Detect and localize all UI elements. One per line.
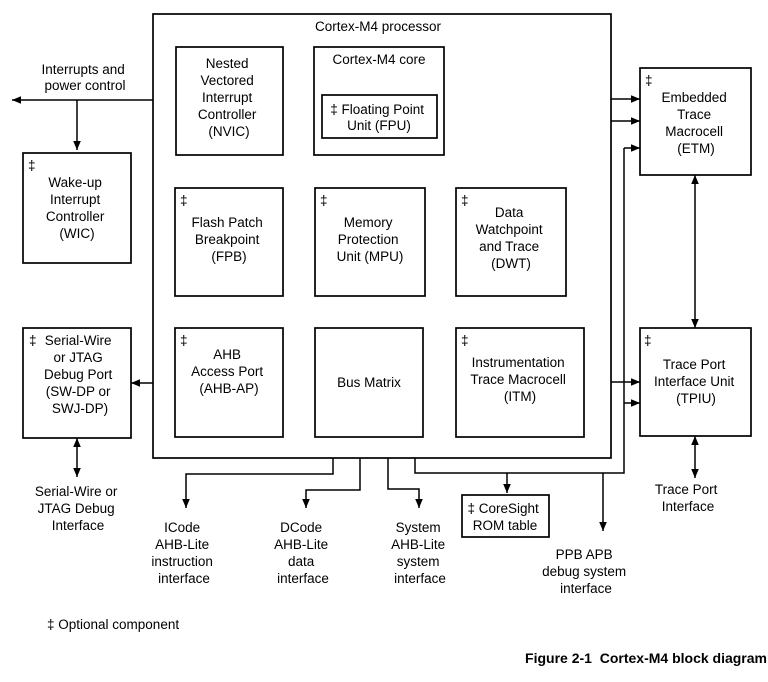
- fpb-rect: [174, 187, 284, 297]
- fpb-label: Flash Patch Breakpoint (FPB): [191, 215, 266, 264]
- wic-rect: [22, 152, 132, 264]
- rom-table-rect: [461, 494, 550, 538]
- box-swdp: ‡ Serial-Wire or JTAG Debug Port (SW-DP …: [22, 327, 132, 439]
- box-tpiu: ‡ Trace Port Interface Unit (TPIU): [639, 327, 752, 437]
- box-cortex-m4-core: Cortex-M4 core ‡ Floating Point Unit (FP…: [313, 46, 445, 156]
- etm-rect: [639, 67, 752, 176]
- itm-rect: [455, 327, 585, 438]
- bus-matrix-rect: [314, 327, 424, 438]
- itm-label: Instrumentation Trace Macrocell (ITM): [470, 355, 569, 404]
- bus-matrix-label: Bus Matrix: [337, 375, 401, 390]
- box-nvic: Nested Vectored Interrupt Controller (NV…: [175, 46, 284, 156]
- optional-marker: ‡: [28, 158, 36, 173]
- box-bus-matrix: Bus Matrix: [314, 327, 424, 438]
- box-dwt: ‡ Data Watchpoint and Trace (DWT): [455, 187, 567, 297]
- box-wic: ‡ Wake-up Interrupt Controller (WIC): [22, 152, 132, 264]
- rom-table-label: ‡ CoreSight ROM table: [467, 501, 542, 533]
- etm-label: Embedded Trace Macrocell (ETM): [661, 90, 730, 156]
- nvic-rect: [175, 46, 284, 156]
- optional-marker: ‡: [644, 333, 652, 348]
- figure-caption: Figure 2-1 Cortex-M4 block diagram: [525, 650, 767, 666]
- dwt-rect: [455, 187, 567, 297]
- box-rom-table: ‡ CoreSight ROM table: [461, 494, 550, 538]
- connector-system-bus: [384, 437, 423, 508]
- box-fpb: ‡ Flash Patch Breakpoint (FPB): [174, 187, 284, 297]
- optional-marker: ‡: [180, 333, 188, 348]
- optional-marker: ‡: [180, 193, 188, 208]
- ahbap-label: AHB Access Port (AHB-AP): [191, 347, 267, 396]
- optional-marker: ‡: [461, 193, 469, 208]
- box-etm: ‡ Embedded Trace Macrocell (ETM): [639, 67, 752, 176]
- swdp-label: Serial-Wire or JTAG Debug Port (SW-DP or…: [44, 333, 116, 416]
- fpu-rect: [321, 94, 438, 139]
- optional-marker: ‡: [645, 73, 653, 88]
- mpu-rect: [314, 187, 426, 297]
- optional-marker: ‡: [461, 333, 469, 348]
- icode-interface-label: ICode AHB-Lite instruction interface: [151, 520, 216, 586]
- connector-dcode-bus: [302, 437, 364, 508]
- dwt-label: Data Watchpoint and Trace (DWT): [476, 205, 547, 271]
- processor-title: Cortex-M4 processor: [315, 19, 442, 34]
- trace-port-interface-label: Trace Port Interface: [655, 482, 721, 514]
- ahbap-rect: [174, 327, 284, 438]
- tpiu-rect: [639, 327, 752, 437]
- box-ahbap: ‡ AHB Access Port (AHB-AP): [174, 327, 284, 438]
- nvic-label: Nested Vectored Interrupt Controller (NV…: [198, 56, 260, 139]
- swd-interface-label: Serial-Wire or JTAG Debug Interface: [35, 484, 121, 533]
- optional-component-note: ‡ Optional component: [47, 617, 179, 632]
- dcode-interface-label: DCode AHB-Lite data interface: [274, 520, 332, 586]
- swdp-rect: [22, 327, 132, 439]
- ppb-interface-label: PPB APB debug system interface: [542, 547, 630, 596]
- core-label: Cortex-M4 core: [332, 52, 425, 67]
- box-itm: ‡ Instrumentation Trace Macrocell (ITM): [455, 327, 585, 438]
- optional-marker: ‡: [320, 193, 328, 208]
- tpiu-label: Trace Port Interface Unit (TPIU): [654, 357, 738, 406]
- system-interface-label: System AHB-Lite system interface: [391, 520, 449, 586]
- wic-label: Wake-up Interrupt Controller (WIC): [46, 175, 108, 241]
- interrupts-power-label: Interrupts and power control: [41, 62, 128, 93]
- fpu-label: ‡ Floating Point Unit (FPU): [330, 102, 428, 133]
- optional-marker: ‡: [29, 333, 37, 348]
- mpu-label: Memory Protection Unit (MPU): [337, 215, 404, 264]
- box-mpu: ‡ Memory Protection Unit (MPU): [314, 187, 426, 297]
